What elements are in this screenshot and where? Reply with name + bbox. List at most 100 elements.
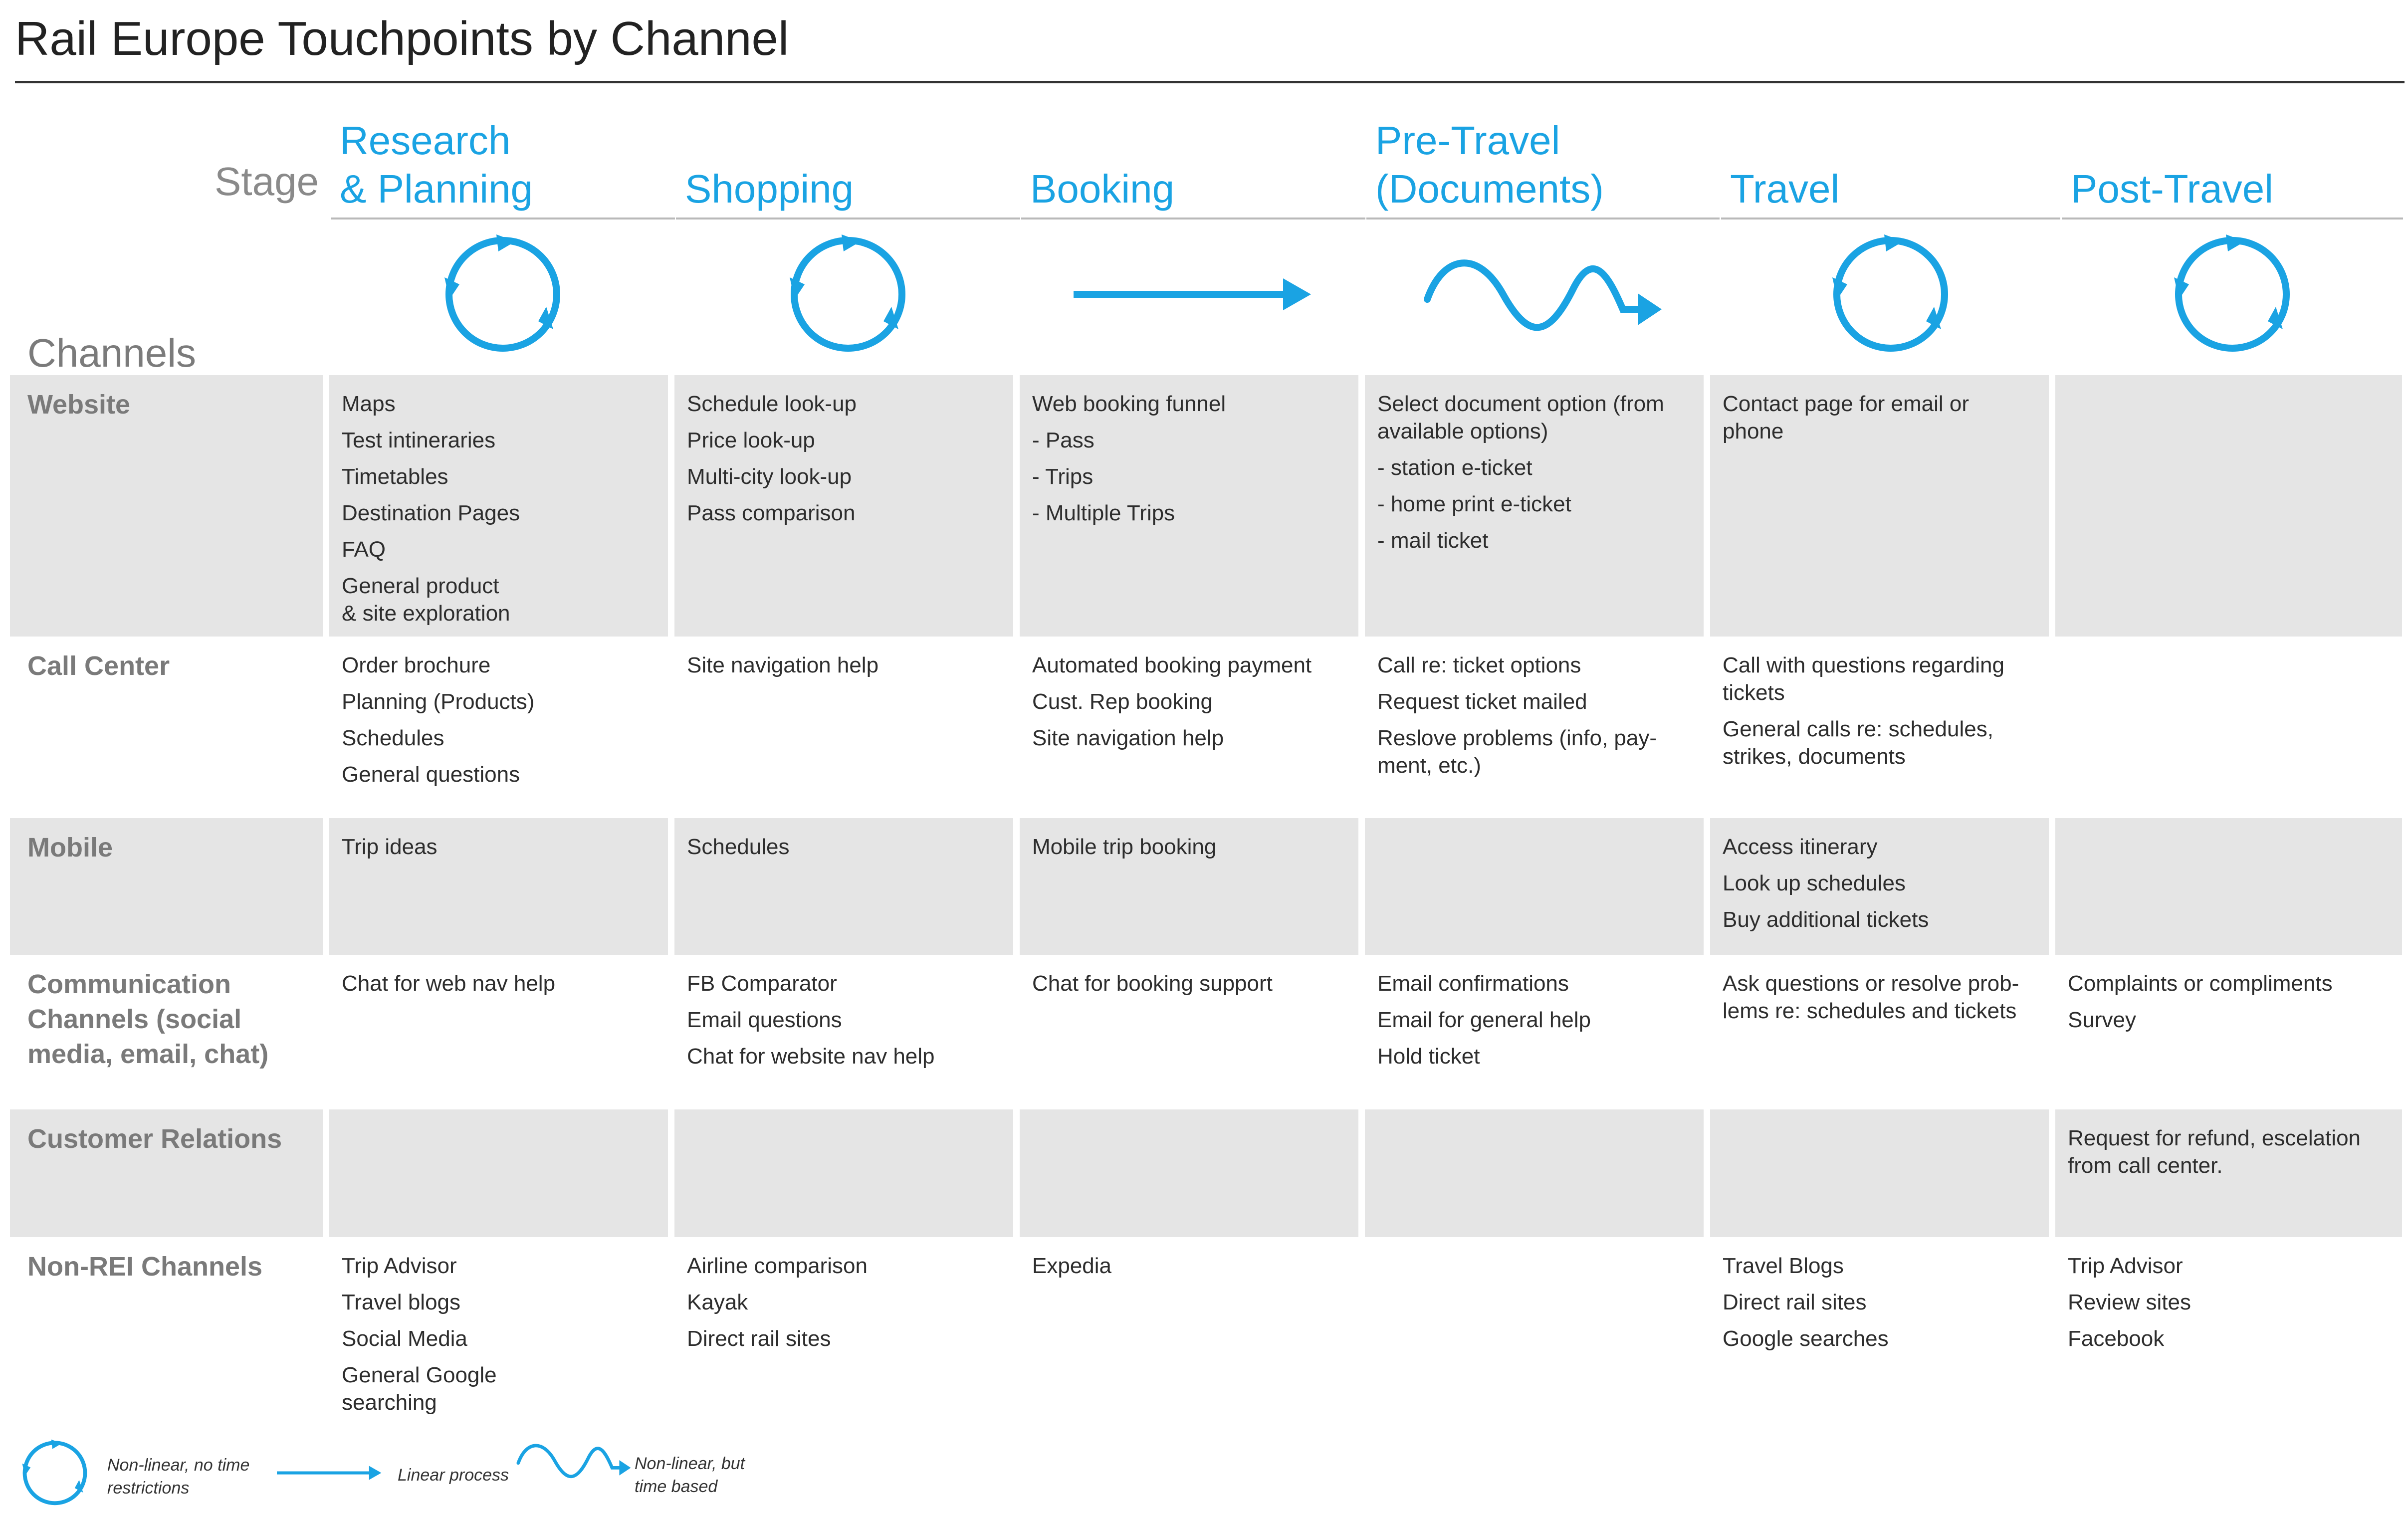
column-divider [1704, 1109, 1710, 1237]
touchpoint-item: - station e-ticket [1377, 455, 1532, 480]
column-divider [1358, 818, 1365, 955]
stage-label: Stage [215, 159, 319, 204]
touchpoint-cell: Request for refund, escelation from call… [2068, 1124, 2378, 1188]
channel-label: Call Center [27, 651, 170, 681]
legend-label: Non-linear, no time restrictions [107, 1456, 250, 1498]
cycle-icon [2062, 219, 2403, 369]
touchpoint-item: Request ticket mailed [1377, 689, 1587, 714]
touchpoint-item: Email questions [687, 1008, 842, 1032]
stage-label-text: Shopping [685, 167, 854, 212]
column-divider [323, 818, 329, 955]
stage-header-5: Post-Travel [2062, 105, 2403, 219]
touchpoint-item: Complaints or compliments [2068, 971, 2333, 996]
touchpoint-cell: Contact page for email or phone [1723, 390, 2033, 454]
touchpoint-item: Kayak [687, 1290, 748, 1314]
title-divider [15, 81, 2405, 83]
touchpoint-item: General product & site exploration [342, 574, 510, 626]
touchpoint-item: Buy additional tickets [1723, 907, 1929, 932]
touchpoint-item: Planning (Products) [342, 689, 535, 714]
column-divider [668, 1109, 674, 1237]
column-divider [2049, 818, 2055, 955]
touchpoint-item: Access itinerary [1723, 835, 1878, 859]
touchpoint-item: Order brochure [342, 653, 491, 677]
cycle-icon [1721, 219, 2060, 369]
linear-arrow-icon [277, 1464, 382, 1484]
touchpoint-cell: Chat for web nav help [342, 970, 652, 1006]
touchpoint-cell: Mobile trip booking [1032, 833, 1342, 869]
touchpoint-item: - Multiple Trips [1032, 501, 1175, 525]
touchpoint-item: Call re: ticket options [1377, 653, 1581, 677]
column-divider [1704, 375, 1710, 637]
touchpoint-item: Automated booking payment [1032, 653, 1312, 677]
stage-header-1: Shopping [676, 105, 1020, 219]
column-divider [1358, 375, 1365, 637]
touchpoint-item: Site navigation help [687, 653, 879, 677]
touchpoint-item: - Pass [1032, 428, 1095, 452]
touchpoint-item: Travel Blogs [1723, 1254, 1844, 1278]
touchpoint-cell: Site navigation help [687, 651, 997, 688]
wave-arrow-icon [1366, 219, 1720, 369]
touchpoint-item: General questions [342, 762, 520, 787]
touchpoint-item: Survey [2068, 1008, 2136, 1032]
cycle-icon [331, 219, 675, 369]
legend-label: Non-linear, but time based [635, 1454, 745, 1496]
touchpoint-item: Direct rail sites [687, 1326, 831, 1351]
touchpoint-item: Call with questions regarding tickets [1723, 653, 2004, 705]
row-band [10, 375, 2402, 637]
column-divider [2049, 1109, 2055, 1237]
touchpoint-item: Ask questions or resolve prob- lems re: … [1723, 971, 2019, 1023]
touchpoint-item: - home print e-ticket [1377, 492, 1571, 516]
stage-label-text: Pre-Travel (Documents) [1375, 118, 1604, 212]
touchpoint-item: Chat for booking support [1032, 971, 1273, 996]
touchpoint-item: Timetables [342, 464, 448, 489]
column-divider [1013, 375, 1020, 637]
row-band [10, 818, 2402, 955]
touchpoint-item: Trip ideas [342, 835, 438, 859]
touchpoint-cell: Chat for booking support [1032, 970, 1342, 1006]
touchpoint-item: Trip Advisor [2068, 1254, 2183, 1278]
touchpoint-item: Schedules [342, 726, 444, 750]
column-divider [1013, 818, 1020, 955]
touchpoint-item: Price look-up [687, 428, 815, 452]
touchpoint-item: Social Media [342, 1326, 467, 1351]
column-divider [1358, 1109, 1365, 1237]
touchpoint-item: Schedules [687, 835, 790, 859]
touchpoint-item: Multi-city look-up [687, 464, 852, 489]
touchpoint-item: Schedule look-up [687, 392, 857, 416]
touchpoint-item: Reslove problems (info, pay- ment, etc.) [1377, 726, 1657, 778]
touchpoint-item: Request for refund, escelation from call… [2068, 1126, 2361, 1178]
stage-label-text: Travel [1730, 167, 1840, 212]
stage-header-4: Travel [1721, 105, 2060, 219]
touchpoint-item: Destination Pages [342, 501, 520, 525]
touchpoint-item: Expedia [1032, 1254, 1112, 1278]
channel-label: Website [27, 390, 131, 420]
wave-arrow-icon [516, 1437, 631, 1487]
touchpoint-item: Trip Advisor [342, 1254, 457, 1278]
touchpoint-item: Web booking funnel [1032, 392, 1226, 416]
column-divider [668, 375, 674, 637]
touchpoint-item: Look up schedules [1723, 871, 1906, 895]
touchpoint-item: Site navigation help [1032, 726, 1224, 750]
legend-label: Linear process [398, 1466, 509, 1485]
touchpoint-cell: Select document option (from available o… [1377, 390, 1688, 563]
touchpoint-item: Chat for web nav help [342, 971, 556, 996]
touchpoint-item: FAQ [342, 537, 386, 562]
column-divider [668, 818, 674, 955]
channel-label: Communication Channels (social media, em… [27, 969, 269, 1070]
channel-label: Non-REI Channels [27, 1252, 263, 1282]
touchpoint-item: Review sites [2068, 1290, 2191, 1314]
stage-label-text: Booking [1030, 167, 1175, 212]
touchpoint-item: Hold ticket [1377, 1044, 1480, 1069]
touchpoint-item: Google searches [1723, 1326, 1889, 1351]
